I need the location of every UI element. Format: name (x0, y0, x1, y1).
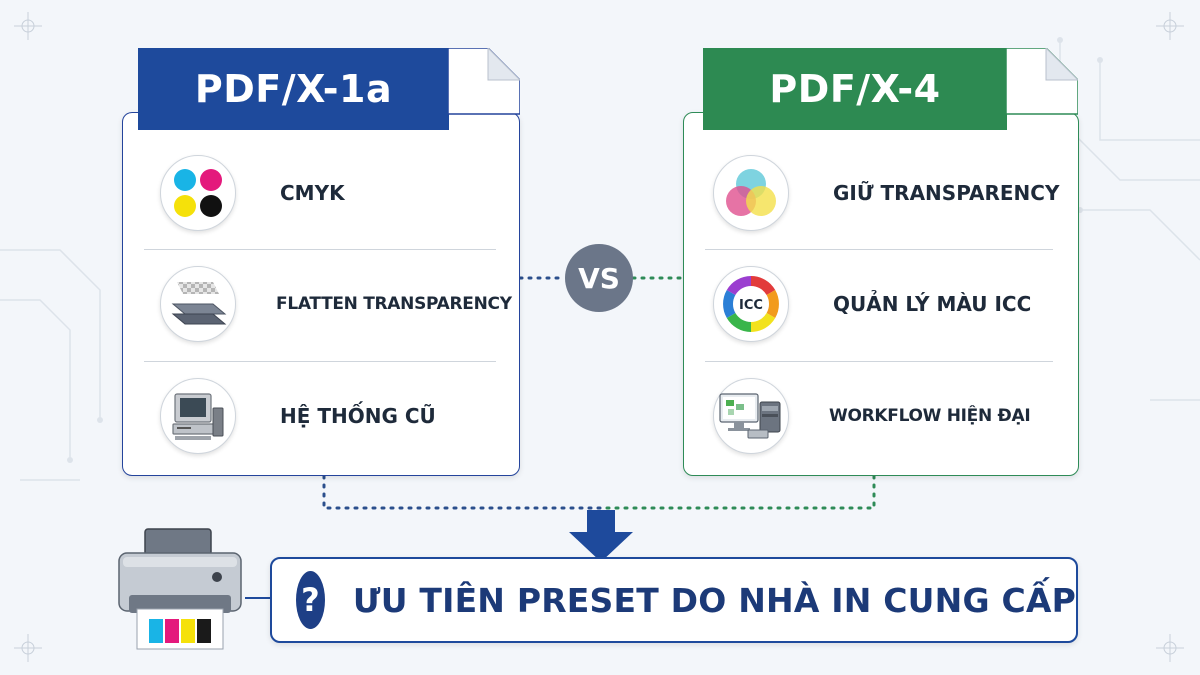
right-item-icc: ICC QUẢN LÝ MÀU ICC (713, 266, 1031, 342)
icc-color-wheel-icon: ICC (713, 266, 789, 342)
legacy-computer-icon (160, 378, 236, 454)
banner-text: ƯU TIÊN PRESET DO NHÀ IN CUNG CẤP (352, 580, 1076, 620)
divider (144, 249, 496, 250)
page-fold-icon (1006, 48, 1078, 115)
flatten-layers-icon (160, 266, 236, 342)
question-icon: ? (296, 571, 325, 629)
left-item-legacy: HỆ THỐNG CŨ (160, 378, 436, 454)
left-item-label: HỆ THỐNG CŨ (280, 404, 436, 428)
divider (705, 249, 1053, 250)
pdfx1a-title: PDF/X-1a (138, 48, 449, 130)
divider (705, 361, 1053, 362)
vs-badge: VS (565, 244, 633, 312)
right-item-transparency: GIỮ TRANSPARENCY (713, 155, 1059, 231)
right-item-label: QUẢN LÝ MÀU ICC (833, 292, 1032, 316)
divider (144, 361, 496, 362)
pdfx4-title: PDF/X-4 (703, 48, 1007, 130)
right-item-label: GIỮ TRANSPARENCY (833, 181, 1060, 205)
down-arrow-icon (569, 510, 633, 562)
modern-workstation-icon (713, 378, 789, 454)
left-item-label: CMYK (280, 181, 345, 205)
right-item-label: WORKFLOW HIỆN ĐẠI (829, 406, 1031, 426)
icc-text: ICC (739, 298, 763, 313)
printer-icon (118, 528, 242, 650)
right-item-workflow: WORKFLOW HIỆN ĐẠI (713, 378, 1031, 454)
left-item-label: FLATTEN TRANSPARENCY (276, 294, 512, 314)
cmyk-dots-icon (160, 155, 236, 231)
left-item-cmyk: CMYK (160, 155, 345, 231)
left-item-flatten: FLATTEN TRANSPARENCY (160, 266, 512, 342)
recommendation-banner: ? ƯU TIÊN PRESET DO NHÀ IN CUNG CẤP (270, 557, 1078, 643)
transparency-circles-icon (713, 155, 789, 231)
page-fold-icon (448, 48, 520, 115)
